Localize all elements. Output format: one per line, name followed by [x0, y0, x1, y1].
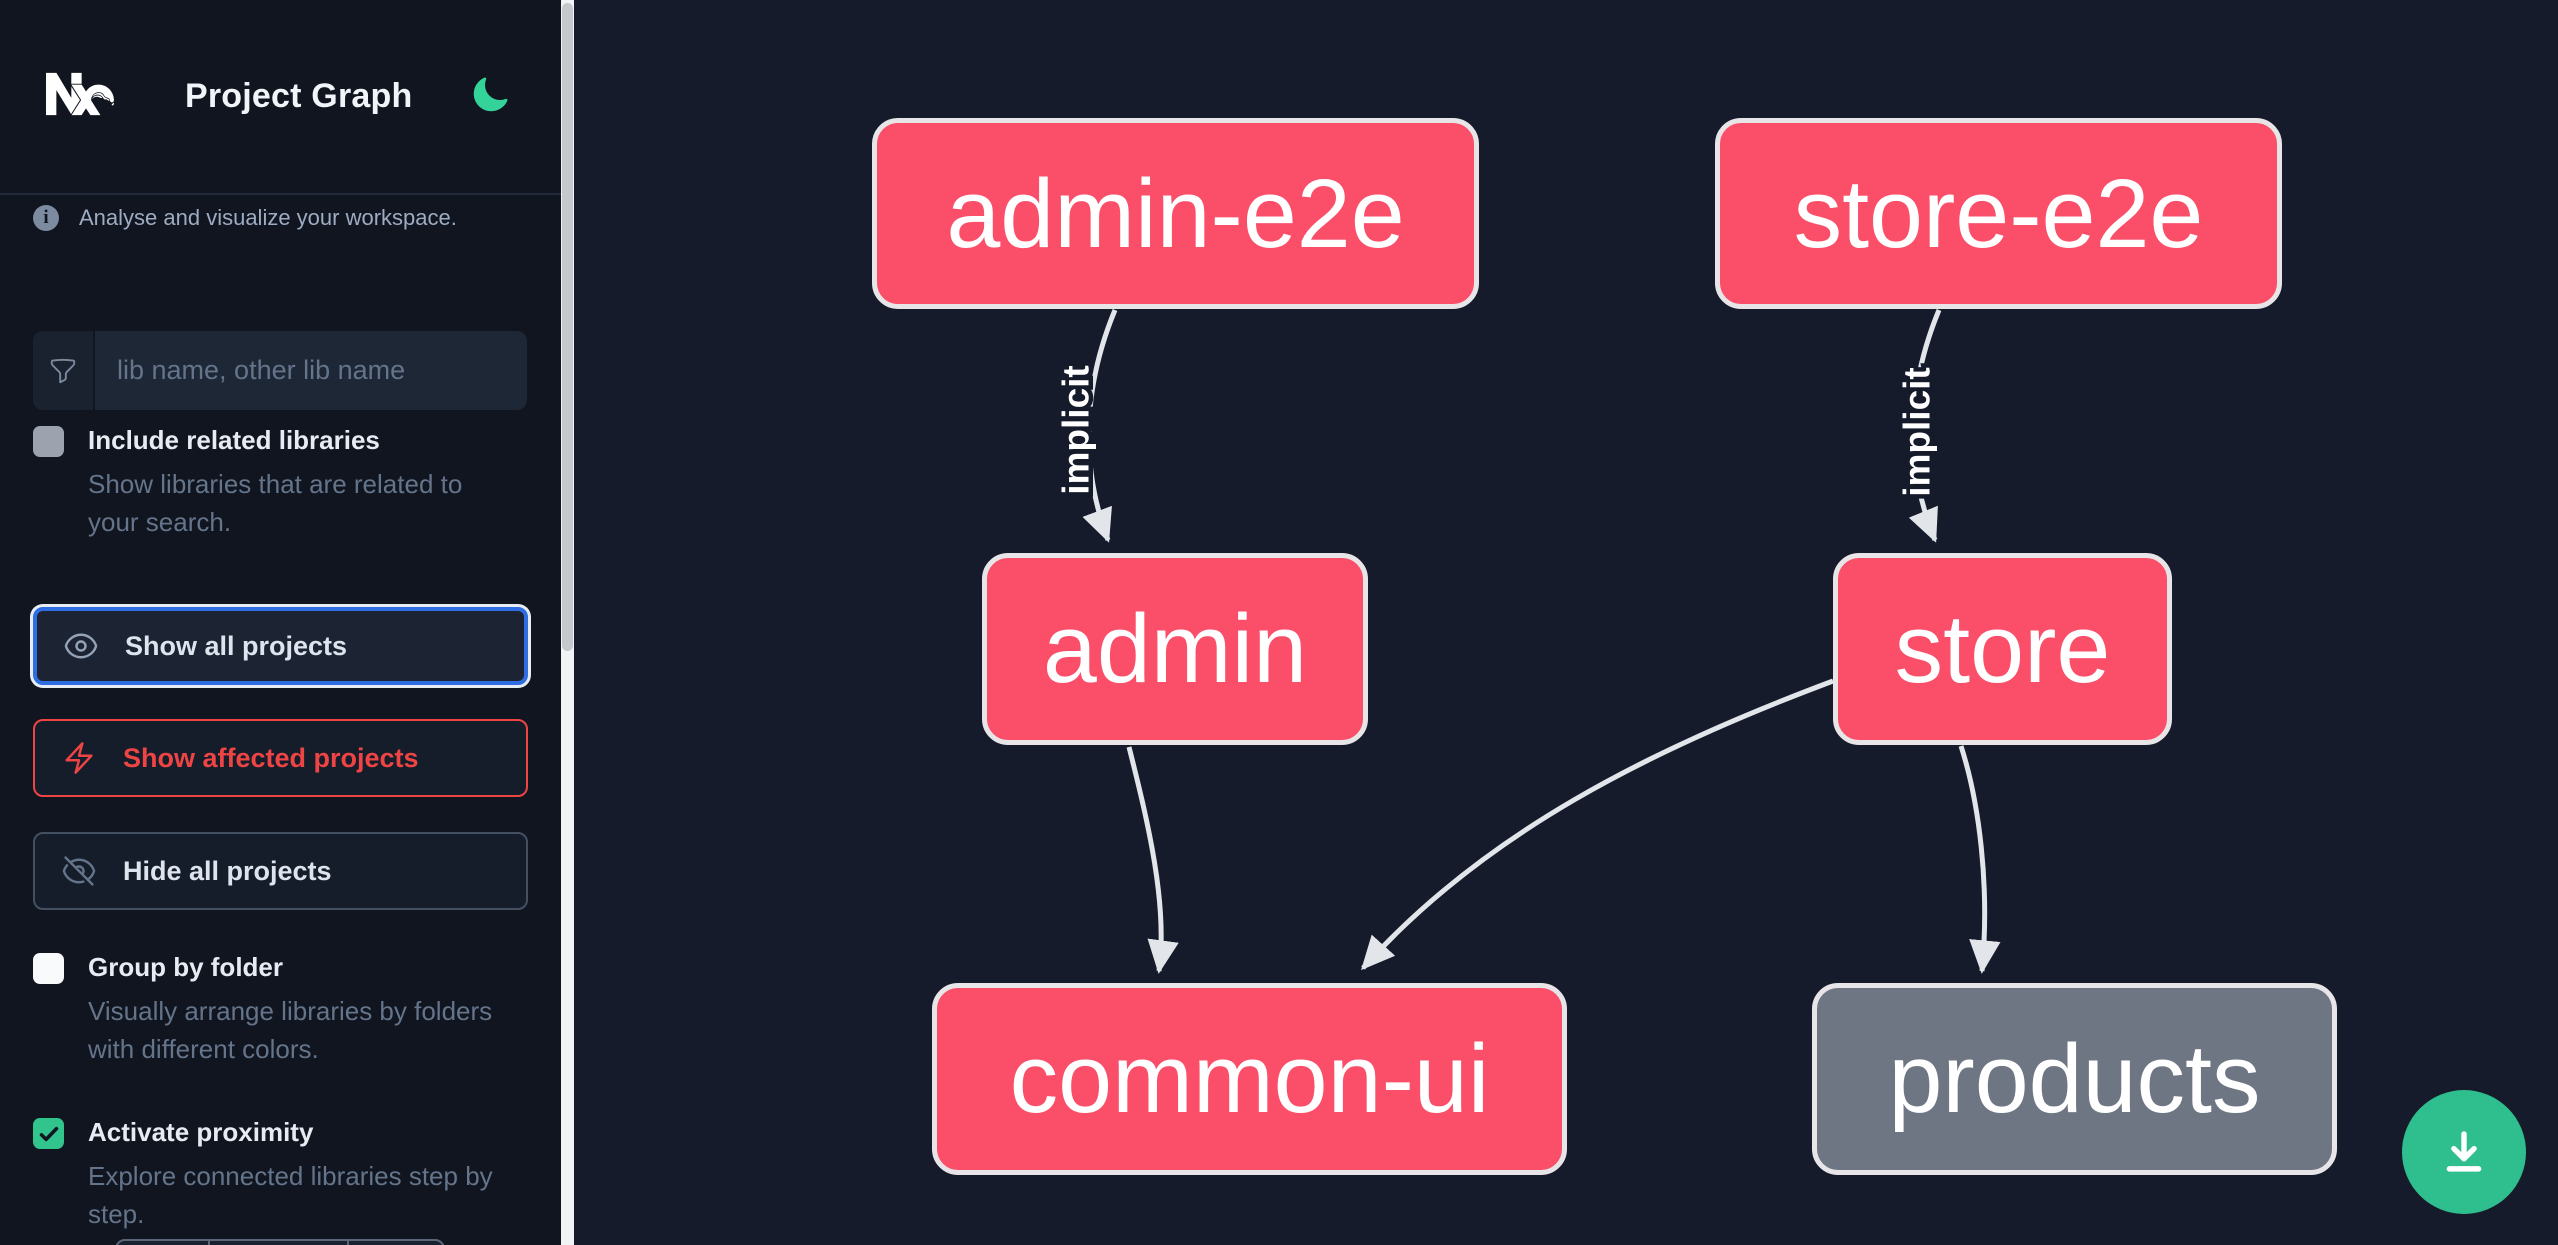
group-by-folder-label[interactable]: Group by folder [88, 952, 283, 982]
download-image-button[interactable] [2402, 1090, 2526, 1214]
hide-all-projects-button[interactable]: Hide all projects [33, 832, 528, 910]
activate-proximity-description: Explore connected libraries step by step… [88, 1161, 493, 1229]
sidebar-scrollbar-thumb[interactable] [562, 3, 573, 651]
show-all-projects-button[interactable]: Show all projects [33, 607, 528, 685]
show-affected-projects-button[interactable]: Show affected projects [33, 719, 528, 797]
proximity-increment-button[interactable] [349, 1241, 443, 1245]
workspace-tagline-row: i Analyse and visualize your workspace. [33, 205, 457, 231]
proximity-degree-value [210, 1241, 349, 1245]
dependency-edges: implicit implicit [1051, 309, 2001, 974]
funnel-icon [33, 331, 95, 410]
edge-label-implicit-left: implicit [1056, 365, 1097, 495]
eye-icon [64, 633, 98, 659]
search-input[interactable] [95, 331, 527, 410]
include-related-checkbox[interactable] [33, 426, 64, 457]
check-icon [39, 1126, 58, 1141]
download-icon [2446, 1131, 2482, 1172]
theme-toggle-button[interactable] [468, 74, 512, 118]
page-title: Project Graph [185, 77, 413, 115]
node-store[interactable]: store [1833, 553, 2172, 745]
checkbox-row-include-related: Include related libraries Show libraries… [33, 424, 533, 541]
info-icon: i [33, 205, 59, 231]
moon-icon [473, 76, 508, 111]
show-affected-projects-label: Show affected projects [123, 742, 419, 773]
activate-proximity-checkbox[interactable] [33, 1118, 64, 1149]
group-by-folder-description: Visually arrange libraries by folders wi… [88, 996, 493, 1064]
workspace-tagline: Analyse and visualize your workspace. [79, 205, 457, 230]
edge-store-common-ui [1361, 678, 1834, 971]
include-related-label[interactable]: Include related libraries [88, 425, 380, 455]
eye-slash-icon [62, 856, 96, 886]
filter-search-box [33, 331, 527, 410]
hide-all-projects-label: Hide all projects [123, 855, 332, 886]
sidebar: Project Graph i Analyse and visualize yo… [0, 0, 561, 1245]
checkbox-row-activate-proximity: Activate proximity Explore connected lib… [33, 1116, 533, 1233]
node-common-ui[interactable]: common-ui [932, 983, 1567, 1175]
graph-canvas[interactable]: implicit implicit admin-e2e store-e2e ad… [574, 0, 2558, 1245]
include-related-description: Show libraries that are related to your … [88, 469, 463, 537]
bolt-icon [65, 742, 93, 774]
proximity-decrement-button[interactable] [117, 1241, 211, 1245]
nx-logo-icon [46, 72, 115, 116]
activate-proximity-label[interactable]: Activate proximity [88, 1117, 314, 1147]
group-by-folder-checkbox[interactable] [33, 953, 64, 984]
node-admin[interactable]: admin [982, 553, 1368, 745]
proximity-stepper[interactable] [115, 1239, 445, 1245]
node-products[interactable]: products [1812, 983, 2337, 1175]
edge-admin-e2e-admin [1082, 309, 1118, 543]
show-all-projects-label: Show all projects [125, 630, 348, 661]
sidebar-header: Project Graph [0, 0, 561, 195]
node-store-e2e[interactable]: store-e2e [1715, 118, 2282, 309]
edge-admin-common-ui [1126, 746, 1179, 974]
node-admin-e2e[interactable]: admin-e2e [872, 118, 1479, 309]
edge-label-implicit-right: implicit [1897, 367, 1938, 497]
checkbox-row-group-by-folder: Group by folder Visually arrange librari… [33, 951, 533, 1068]
edge-store-products [1958, 745, 2001, 974]
sidebar-scrollbar-track[interactable] [561, 0, 574, 1245]
edge-store-e2e-store [1908, 309, 1942, 543]
